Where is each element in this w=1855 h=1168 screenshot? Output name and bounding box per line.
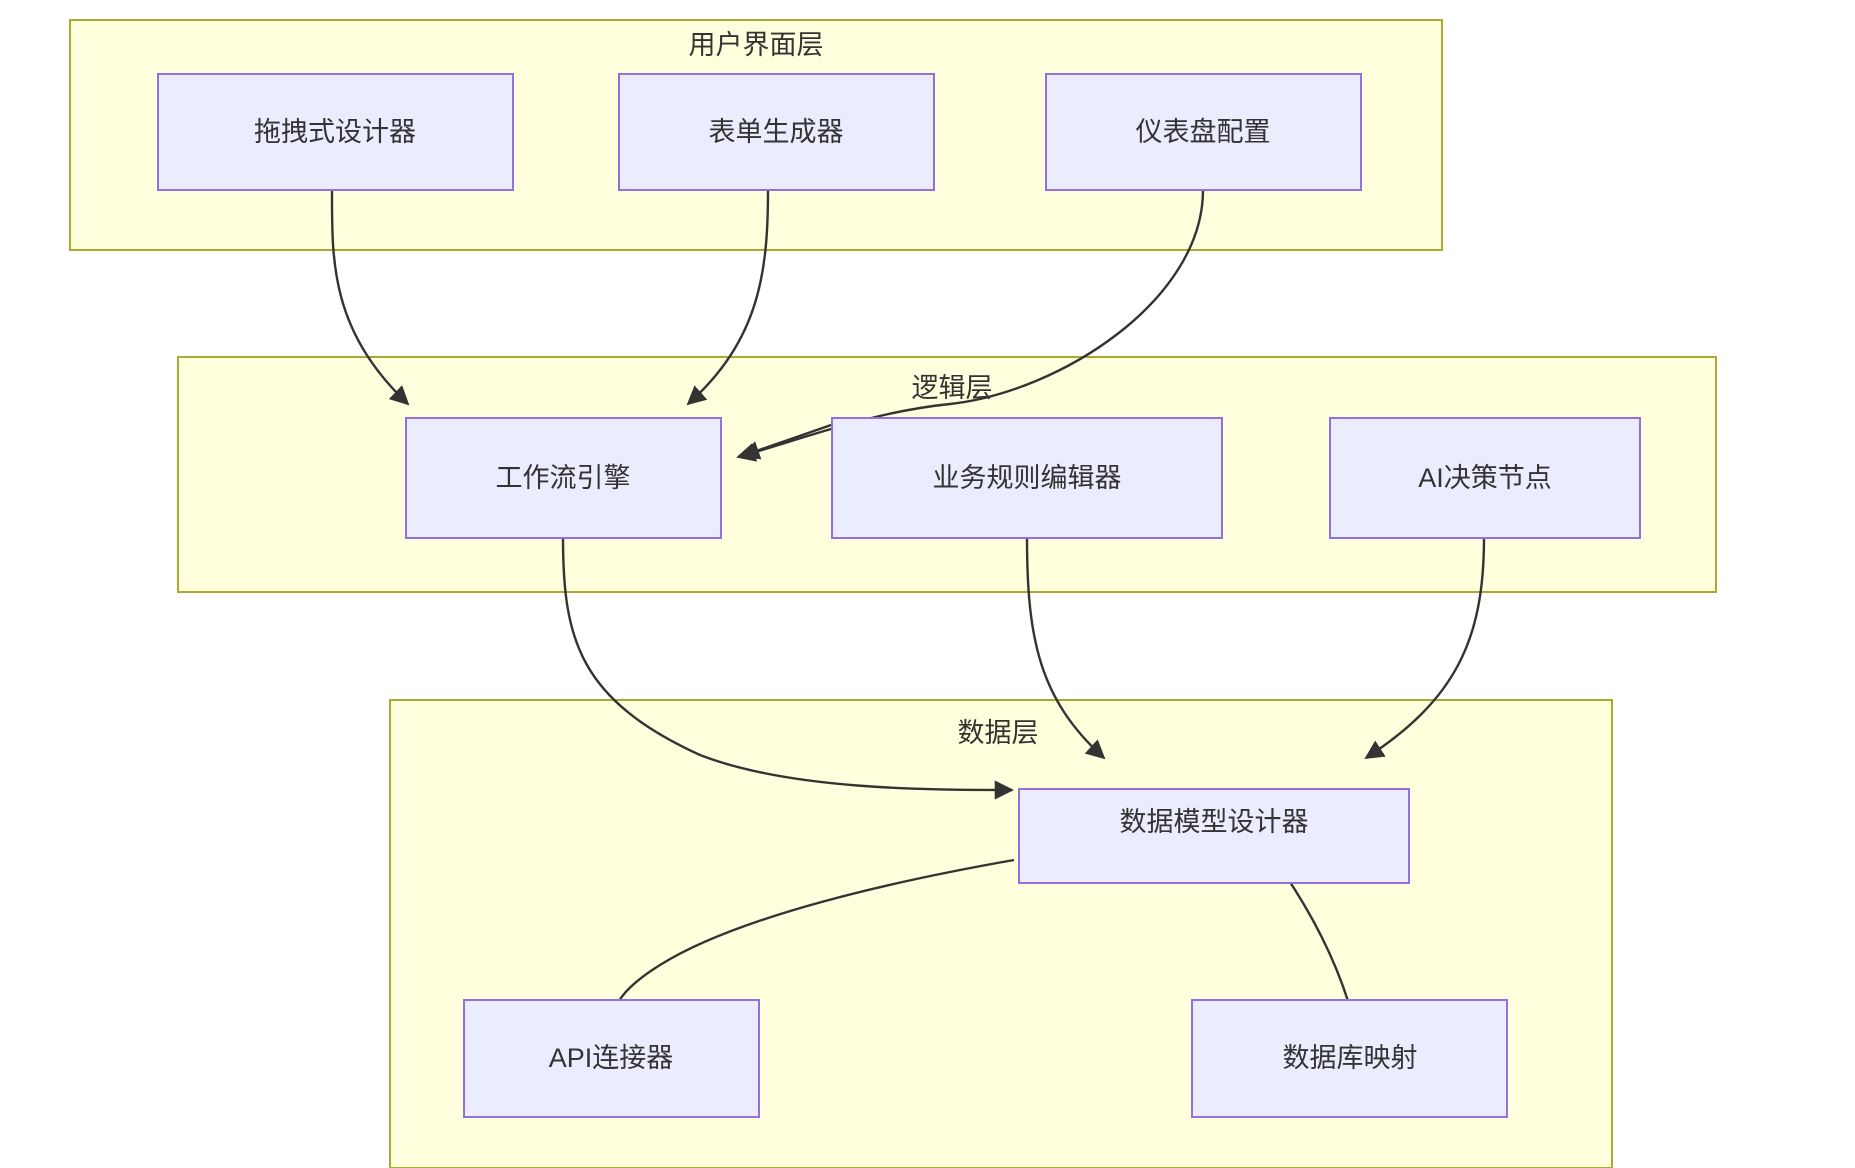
node-form-generator-label: 表单生成器 (709, 117, 844, 147)
node-api-connector-label: API连接器 (549, 1043, 674, 1073)
node-workflow-engine[interactable]: 工作流引擎 (405, 417, 722, 539)
node-data-model-designer-box[interactable] (1018, 788, 1410, 884)
node-business-rule-editor-box[interactable] (831, 417, 1223, 539)
node-dashboard-config-label: 仪表盘配置 (1136, 117, 1271, 147)
node-form-generator-box[interactable] (618, 73, 935, 191)
edge-dashboard-to-workflow (736, 189, 1205, 462)
node-drag-drop-designer-label: 拖拽式设计器 (254, 117, 416, 147)
node-dashboard-config[interactable]: 仪表盘配置 (1045, 73, 1362, 191)
node-drag-drop-designer-box[interactable] (157, 73, 514, 191)
node-workflow-engine-box[interactable] (405, 417, 722, 539)
cluster-ui-layer-label: 用户界面层 (689, 30, 824, 60)
node-drag-drop-designer[interactable]: 拖拽式设计器 (157, 73, 514, 191)
node-dashboard-config-box[interactable] (1045, 73, 1362, 191)
edge-formbuilder-to-workflow (686, 189, 770, 406)
node-ai-decision-node-box[interactable] (1329, 417, 1641, 539)
node-api-connector[interactable]: API连接器 (463, 999, 760, 1118)
edge-designer-to-workflow (330, 189, 410, 406)
node-business-rule-editor[interactable]: 业务规则编辑器 (831, 417, 1223, 539)
node-data-model-designer[interactable]: 数据模型设计器 (1018, 788, 1410, 884)
edge-datamodel-to-apiconnector (606, 858, 1015, 1020)
cluster-data-layer-label: 数据层 (958, 718, 1039, 748)
edge-ruleeditor-to-workflow (740, 422, 835, 460)
node-ai-decision-node-label: AI决策节点 (1418, 463, 1552, 493)
node-ai-decision-node[interactable]: AI决策节点 (1329, 417, 1641, 539)
edge-workflow-to-datamodel (561, 537, 1014, 800)
node-form-generator[interactable]: 表单生成器 (618, 73, 935, 191)
edge-ruleeditor-to-datamodel (1025, 537, 1106, 760)
edge-aidecision-to-datamodel (1364, 537, 1486, 760)
node-api-connector-box[interactable] (463, 999, 760, 1118)
node-database-mapping[interactable]: 数据库映射 (1191, 999, 1508, 1118)
node-database-mapping-label: 数据库映射 (1283, 1043, 1418, 1073)
node-workflow-engine-label: 工作流引擎 (496, 463, 631, 493)
node-database-mapping-box[interactable] (1191, 999, 1508, 1118)
node-data-model-designer-label: 数据模型设计器 (1120, 807, 1309, 837)
node-business-rule-editor-label: 业务规则编辑器 (933, 463, 1122, 493)
